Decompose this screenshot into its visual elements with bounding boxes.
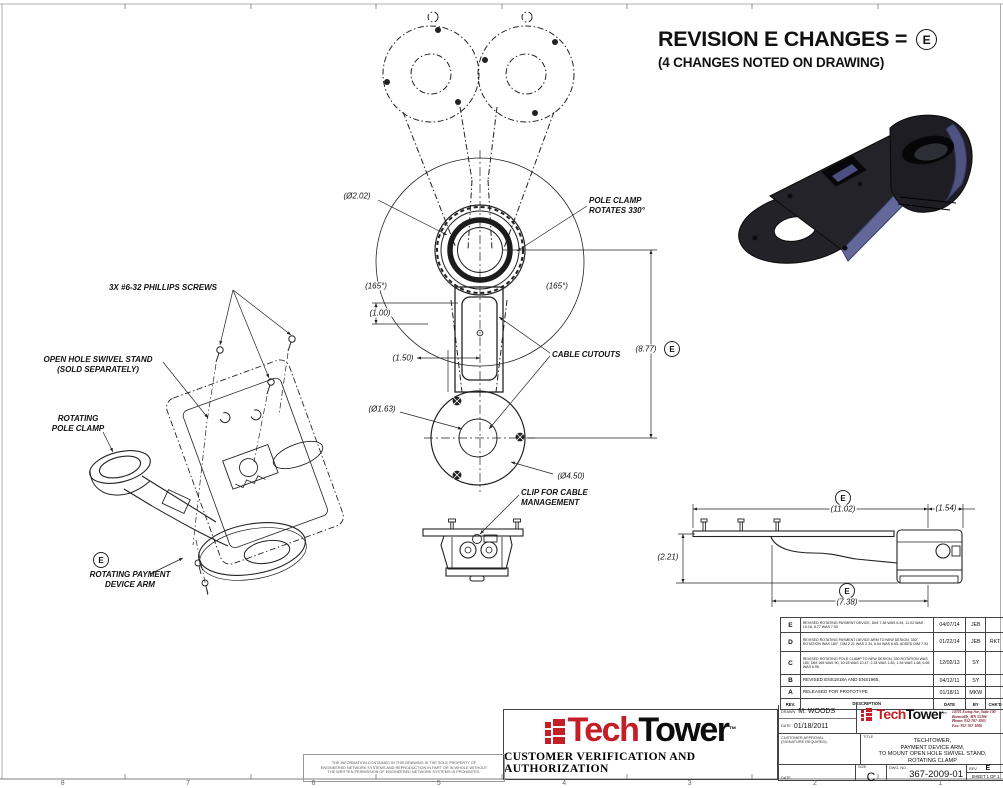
dim-dia-2-02: (Ø2.02) xyxy=(342,191,372,201)
swivel-base xyxy=(272,440,324,470)
dim-165-right: (165°) xyxy=(545,281,569,291)
size-value: C xyxy=(866,770,876,784)
dim-2-21: (2.21) xyxy=(656,552,680,562)
exploded-arm-assembly xyxy=(89,450,307,595)
table-row: A RELEASED FOR PROTOTYPE 01/18/11 MKW xyxy=(781,687,1003,699)
table-row: D REVISED ROTATING PAYMENT DEVICE ARM TO… xyxy=(781,633,1003,652)
dim-1-50: (1.50) xyxy=(391,353,415,363)
table-header-row: REV. DESCRIPTION DATE BY CHK'D xyxy=(781,699,1003,709)
revision-note: REVISION E CHANGES = E (4 CHANGES NOTED … xyxy=(658,27,938,70)
approval-date-field: DATE xyxy=(779,765,856,780)
dwg-no-field: DWG. NO. 367-2009-01 xyxy=(887,765,967,780)
sheet-value: SHEET 1 OF 1 xyxy=(971,774,1000,779)
revision-e-badge: E xyxy=(916,29,938,50)
dim-8-77-rev-badge: E xyxy=(664,341,680,357)
drawing-title: TECHTOWER, PAYMENT DEVICE ARM, TO MOUNT … xyxy=(878,738,987,764)
sheet-border xyxy=(0,3,1003,780)
title-block: DRAWN M. WOODS DATE 01/18/2011 xyxy=(778,705,1003,784)
rev-sheet-field: REV. E SHEET 1 OF 1 xyxy=(967,765,1003,780)
table-row: E REVISED ROTATING PAYMENT DEVICE, DIM 7… xyxy=(781,618,1003,633)
mount-disc xyxy=(430,390,526,486)
date-value: 01/18/2011 xyxy=(793,722,829,730)
dim-11-02: (11.02) xyxy=(829,504,857,514)
rotating-pole-clamp-callout: ROTATING POLE CLAMP xyxy=(51,414,105,433)
front-view-linework xyxy=(372,11,657,492)
dim-1-54: (1.54) xyxy=(934,503,958,513)
drawing-title-field: TITLE TECHTOWER, PAYMENT DEVICE ARM, TO … xyxy=(861,734,1003,764)
techtower-logo-icon xyxy=(544,719,565,744)
front-view-dimensions xyxy=(372,199,657,475)
payment-arm-callout: ROTATING PAYMENT DEVICE ARM xyxy=(89,570,171,589)
verification-caption: CUSTOMER VERIFICATION AND AUTHORIZATION xyxy=(504,751,696,775)
revision-table: E REVISED ROTATING PAYMENT DEVICE, DIM 7… xyxy=(780,617,1003,710)
rendered-part-image xyxy=(738,114,973,264)
end-view-linework xyxy=(422,494,524,582)
exploded-leaders xyxy=(102,289,292,575)
techtower-logo-icon xyxy=(861,708,872,721)
techtower-large-logo: TechTower™ xyxy=(544,711,737,749)
drawn-field: DRAWN M. WOODS xyxy=(779,705,856,719)
exploded-rev-badge: E xyxy=(93,552,109,568)
customer-verification-block: TechTower™ CUSTOMER VERIFICATION AND AUT… xyxy=(503,709,778,780)
dim-dia-1-63: (Ø1.63) xyxy=(367,404,397,414)
table-row: C REVISED ROTATING POLE CLAMP TO NEW DES… xyxy=(781,652,1003,675)
border-zone-numbers: 8 7 6 5 4 3 2 1 xyxy=(60,780,943,787)
dim-7-38: (7.38) xyxy=(835,597,859,607)
phantom-rotation-outline xyxy=(382,11,575,393)
dim-dia-4-50: (Ø4.50) xyxy=(556,471,586,481)
phantom-screw-dots xyxy=(384,27,558,116)
proprietary-disclaimer: THE INFORMATION CONTAINED IN THIS DRAWIN… xyxy=(303,754,505,782)
dim-165-left: (165°) xyxy=(364,281,388,291)
side-view-dimensions xyxy=(676,504,975,607)
company-address: 14701 Ewing Ave, Suite 100 Burnsville, M… xyxy=(951,710,996,728)
brand-wordmark-small: TechTower™ xyxy=(876,706,947,722)
swivel-stand-plate xyxy=(166,359,344,565)
screws-callout: 3X #6-32 PHILLIPS SCREWS xyxy=(108,283,218,292)
phillips-screws xyxy=(215,335,296,395)
arm-body xyxy=(454,286,504,393)
date-field: DATE 01/18/2011 xyxy=(781,722,829,730)
techtower-small-logo: TechTower™ 14701 Ewing Ave, Suite 100 Bu… xyxy=(857,705,1003,728)
side-bottom-rev-badge: E xyxy=(839,583,855,599)
table-row: B REVISED ENS1918A AND ENS1965, 04/12/11… xyxy=(781,675,1003,687)
exploded-view-linework xyxy=(89,289,344,597)
revision-note-subtitle: (4 CHANGES NOTED ON DRAWING) xyxy=(658,55,885,70)
size-field: SIZE C xyxy=(856,765,887,784)
dim-8-77: (8.77) xyxy=(634,344,658,354)
brand-wordmark: TechTower™ xyxy=(567,711,737,749)
drawn-value: M. WOODS xyxy=(798,708,836,715)
rev-value: E xyxy=(985,765,991,772)
side-view-linework xyxy=(676,504,975,607)
clip-callout: CLIP FOR CABLE MANAGEMENT xyxy=(521,488,588,507)
revision-note-title: REVISION E CHANGES = xyxy=(658,27,908,51)
cable-cutouts-callout: CABLE CUTOUTS xyxy=(552,350,621,359)
dim-1-00: (1.00) xyxy=(368,308,392,318)
swivel-stand-callout: OPEN HOLE SWIVEL STAND (SOLD SEPARATELY) xyxy=(43,355,153,374)
pole-clamp-callout: POLE CLAMP ROTATES 330° xyxy=(589,196,645,215)
dwg-no-value: 367-2009-01 xyxy=(909,769,963,780)
customer-approval-field: CUSTOMER APPROVAL (SIGNATURE REQUIRED): xyxy=(779,734,861,764)
